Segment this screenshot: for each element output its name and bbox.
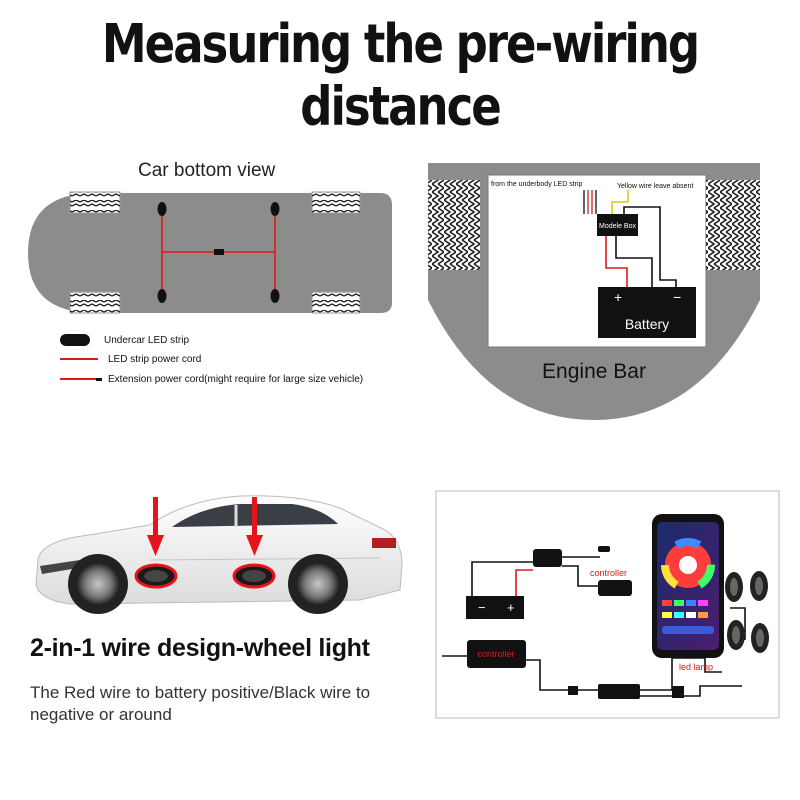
yellow-wire-label: Yellow wire leave absent	[617, 183, 693, 190]
legend-label: Extension power cord(might require for l…	[108, 373, 364, 385]
battery-label: Battery	[625, 316, 669, 332]
arrow-down-icon	[147, 497, 263, 556]
red-extension-line-icon	[60, 378, 96, 380]
wheel-icon	[68, 554, 348, 614]
wiring-lines	[442, 556, 746, 697]
legend-label: Undercar LED strip	[104, 334, 190, 346]
red-line-icon	[60, 358, 98, 360]
battery-icon	[598, 287, 696, 338]
wiring-battery-minus: −	[478, 600, 486, 615]
module-box-label: Modele Box	[599, 223, 636, 230]
underbody-wiring	[161, 213, 276, 292]
connector-icon	[568, 684, 684, 699]
led-pod-icon	[157, 202, 280, 303]
controller-main-label: controller	[477, 649, 514, 659]
wheel-light-icon	[134, 563, 276, 589]
legend-item: LED strip power cord	[60, 351, 201, 367]
page-title: Measuring the pre-wiring distance	[101, 12, 700, 138]
phone-icon	[652, 514, 724, 658]
battery-icon	[466, 596, 524, 619]
engine-bay-wiring	[583, 190, 677, 292]
engine-bay-caption: Engine Bar	[542, 360, 646, 383]
legend-item: Extension power cord(might require for l…	[60, 371, 363, 387]
legend-item: Undercar LED strip	[60, 332, 189, 348]
car-underside	[28, 191, 392, 314]
led-pod-icon	[60, 334, 90, 346]
controller-top-label: controller	[590, 568, 627, 578]
legend-label: LED strip power cord	[108, 353, 202, 365]
controller-icon	[467, 580, 632, 668]
engine-bay	[428, 163, 760, 420]
inline-module-icon	[533, 546, 610, 567]
underbody-label: from the underbody LED strip	[491, 181, 583, 188]
car-bottom-title: Car bottom view	[138, 160, 276, 181]
wheel-light-heading: 2-in-1 wire design-wheel light	[30, 634, 370, 662]
led-lamp-label: led lamp	[679, 662, 713, 672]
battery-minus: −	[673, 289, 681, 305]
wheel-light-description: The Red wire to battery positive/Black w…	[30, 683, 371, 724]
battery-plus: +	[614, 289, 622, 305]
led-lamp-icon	[725, 571, 769, 653]
module-box	[597, 214, 638, 236]
wiring-battery-plus: +	[507, 600, 515, 615]
